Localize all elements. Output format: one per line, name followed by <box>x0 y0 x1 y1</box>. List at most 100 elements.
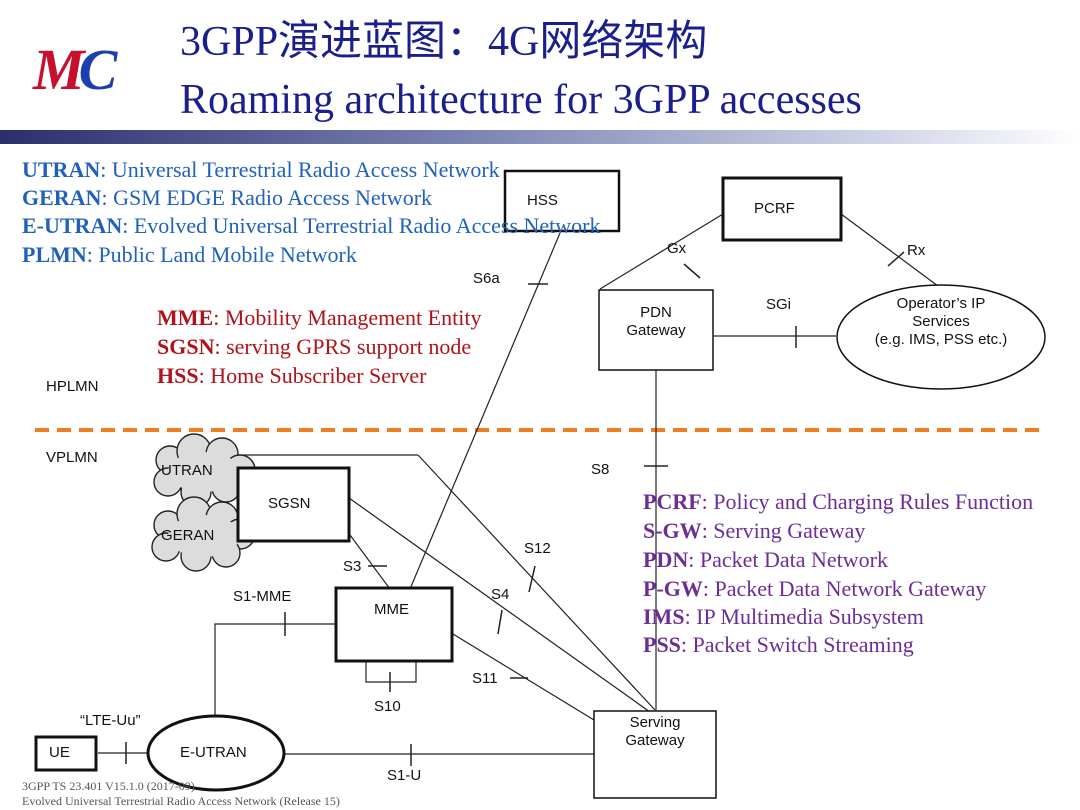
mc-logo: MC <box>33 36 118 103</box>
hss-box <box>503 169 621 233</box>
glossary-text: : IP Multimedia Subsystem <box>684 604 924 629</box>
utran-label: UTRAN <box>161 462 213 479</box>
logo-letter-m: M <box>33 37 85 102</box>
ue-box <box>34 735 98 772</box>
geran-cloud <box>151 496 256 572</box>
ue-label: UE <box>49 744 70 761</box>
s10-loop <box>365 662 417 683</box>
title-line-english: Roaming architecture for 3GPP accesses <box>180 77 862 123</box>
mme-label: MME <box>374 601 409 618</box>
glossary-text: : Serving Gateway <box>701 518 866 543</box>
s4-tick <box>497 609 503 635</box>
sgsn-label: SGSN <box>268 495 311 512</box>
glossary-abbr: E-UTRAN <box>22 213 123 238</box>
logo-letter-c: C <box>78 37 118 102</box>
glossary-item-p-gw: P-GW: Packet Data Network Gateway <box>643 574 986 603</box>
pcrf-label: PCRF <box>754 200 795 217</box>
ip-services-label: Operator’s IP Services (e.g. IMS, PSS et… <box>837 295 1045 349</box>
glossary-abbr: PDN <box>643 547 689 572</box>
title-line-chinese: 3GPP演进蓝图：4G网络架构 <box>180 19 708 65</box>
glossary-item-s-gw: S-GW: Serving Gateway <box>643 516 865 545</box>
sgi-label: SGi <box>766 296 792 313</box>
s1-u-label: S1-U <box>387 767 422 784</box>
reference-spec: 3GPP TS 23.401 V15.1.0 (2017-09) <box>22 779 195 793</box>
pcrf-box <box>721 176 843 242</box>
lte-uu-label: “LTE-Uu” <box>80 712 141 729</box>
s4-line <box>348 497 651 713</box>
glossary-text: : serving GPRS support node <box>214 334 472 359</box>
s10-label: S10 <box>374 698 401 715</box>
glossary-item-sgsn: SGSN: serving GPRS support node <box>157 332 471 361</box>
glossary-text: : Universal Terrestrial Radio Access Net… <box>100 157 500 182</box>
ip-services-ellipse <box>836 284 1046 390</box>
s11-line <box>452 633 595 721</box>
glossary-text: : Home Subscriber Server <box>198 363 427 388</box>
glossary-abbr: S-GW <box>643 518 702 543</box>
glossary-item-ims: IMS: IP Multimedia Subsystem <box>643 602 924 631</box>
mme-box <box>334 586 454 663</box>
s4-label: S4 <box>491 586 510 603</box>
pdn-gateway-box <box>598 289 714 371</box>
glossary-abbr: GERAN <box>22 185 102 210</box>
rx-line <box>840 213 943 290</box>
glossary-item-pss: PSS: Packet Switch Streaming <box>643 630 914 659</box>
glossary-text: : GSM EDGE Radio Access Network <box>101 185 433 210</box>
glossary-abbr: MME <box>157 305 214 330</box>
pdn-gateway-line2: Gateway <box>626 322 686 339</box>
ip-services-line3: (e.g. IMS, PSS etc.) <box>874 331 1008 348</box>
serving-gateway-box <box>593 710 717 799</box>
s12-line <box>417 454 656 711</box>
glossary-text: : Policy and Charging Rules Function <box>701 489 1034 514</box>
glossary-abbr: SGSN <box>157 334 215 359</box>
rx-label: Rx <box>907 242 926 259</box>
s3-label: S3 <box>343 558 362 575</box>
glossary-abbr: PCRF <box>643 489 702 514</box>
glossary-item-plmn: PLMN: Public Land Mobile Network <box>22 240 357 269</box>
pdn-gateway-label: PDN Gateway <box>599 304 713 340</box>
glossary-item-mme: MME: Mobility Management Entity <box>157 303 481 332</box>
gx-tick <box>683 263 701 279</box>
glossary-text: : Packet Switch Streaming <box>680 632 914 657</box>
rx-tick <box>887 251 905 267</box>
hss-label: HSS <box>527 192 558 209</box>
s12-tick <box>528 565 536 593</box>
s11-label: S11 <box>472 670 498 687</box>
pdn-gateway-line1: PDN <box>640 304 672 321</box>
glossary-item-geran: GERAN: GSM EDGE Radio Access Network <box>22 183 432 212</box>
header-band <box>0 130 1080 144</box>
glossary-abbr: PSS <box>643 632 681 657</box>
glossary-text: : Mobility Management Entity <box>213 305 482 330</box>
ip-services-line1: Operator’s IP <box>896 295 986 312</box>
glossary-abbr: PLMN <box>22 242 87 267</box>
s3-line <box>349 534 391 590</box>
ip-services-line2: Services <box>912 313 970 330</box>
glossary-abbr: UTRAN <box>22 157 101 182</box>
serving-gateway-line2: Gateway <box>625 732 685 749</box>
glossary-text: : Evolved Universal Terrestrial Radio Ac… <box>122 213 601 238</box>
glossary-text: : Public Land Mobile Network <box>86 242 357 267</box>
glossary-abbr: P-GW <box>643 576 703 601</box>
s6a-line <box>409 232 561 590</box>
hplmn-label: HPLMN <box>46 378 99 395</box>
s1-mme-line <box>214 623 335 716</box>
glossary-text: : Packet Data Network <box>688 547 888 572</box>
glossary-item-pdn: PDN: Packet Data Network <box>643 545 888 574</box>
serving-gateway-line1: Serving <box>629 714 681 731</box>
s8-label: S8 <box>591 461 610 478</box>
glossary-abbr: IMS <box>643 604 685 629</box>
e-utran-ellipse <box>146 714 286 792</box>
glossary-abbr: HSS <box>157 363 199 388</box>
glossary-text: : Packet Data Network Gateway <box>702 576 987 601</box>
vplmn-label: VPLMN <box>46 449 98 466</box>
gx-line <box>599 213 724 290</box>
e-utran-label: E-UTRAN <box>180 744 247 761</box>
gx-label: Gx <box>667 240 687 257</box>
glossary-item-e-utran: E-UTRAN: Evolved Universal Terrestrial R… <box>22 211 601 240</box>
glossary-item-hss: HSS: Home Subscriber Server <box>157 361 426 390</box>
s12-label: S12 <box>524 540 551 557</box>
glossary-item-pcrf: PCRF: Policy and Charging Rules Function <box>643 487 1033 516</box>
s1-mme-label: S1-MME <box>233 588 292 605</box>
serving-gateway-label: Serving Gateway <box>594 714 716 750</box>
glossary-item-utran: UTRAN: Universal Terrestrial Radio Acces… <box>22 155 500 184</box>
